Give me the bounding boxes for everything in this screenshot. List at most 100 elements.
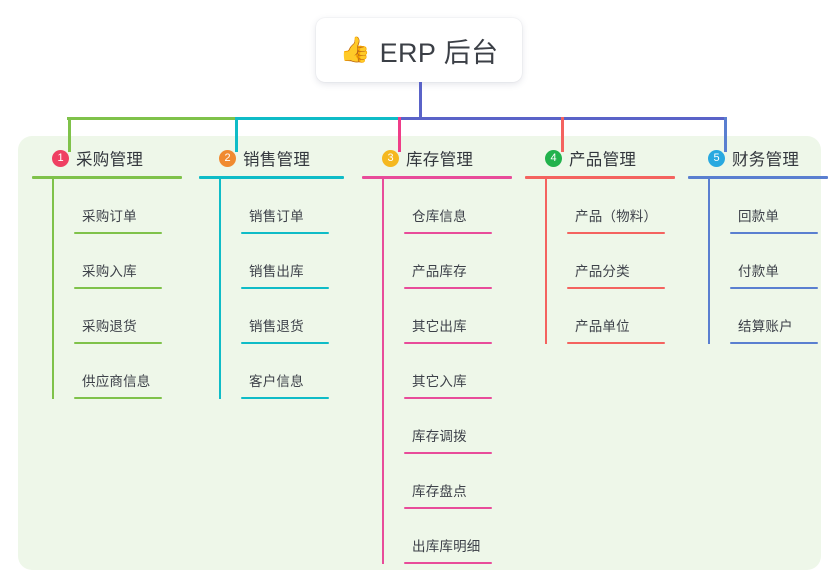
column-header-5[interactable]: 5 财务管理 <box>688 146 828 170</box>
column-spine-2 <box>219 179 221 399</box>
leaf-item-label: 采购订单 <box>82 209 137 224</box>
leaf-item[interactable]: 产品库存 <box>404 234 512 289</box>
leaf-item[interactable]: 产品单位 <box>567 289 675 344</box>
leaf-item[interactable]: 库存调拨 <box>404 399 512 454</box>
column-5: 5 财务管理回款单付款单结算账户 <box>688 146 828 344</box>
leaf-item[interactable]: 库存盘点 <box>404 454 512 509</box>
leaf-item-label: 仓库信息 <box>412 209 467 224</box>
leaf-item-label: 客户信息 <box>249 374 304 389</box>
leaf-item-rule <box>567 342 665 344</box>
leaf-item[interactable]: 客户信息 <box>241 344 344 399</box>
column-badge-4: 4 <box>545 149 562 167</box>
leaf-item[interactable]: 仓库信息 <box>404 179 512 234</box>
leaf-item-label: 库存盘点 <box>412 484 467 499</box>
drop-line-col1 <box>68 117 71 152</box>
leaf-item-rule <box>241 287 329 289</box>
leaf-item[interactable]: 采购订单 <box>74 179 182 234</box>
leaf-item[interactable]: 采购退货 <box>74 289 182 344</box>
leaf-item-rule <box>404 342 492 344</box>
leaf-item[interactable]: 结算账户 <box>730 289 828 344</box>
leaf-item-label: 库存调拨 <box>412 429 467 444</box>
column-2: 2 销售管理销售订单销售出库销售退货客户信息 <box>199 146 344 399</box>
column-title-3: 库存管理 <box>406 151 474 169</box>
leaf-item-rule <box>567 232 665 234</box>
leaf-item-label: 结算账户 <box>738 319 793 334</box>
leaf-item-rule <box>404 287 492 289</box>
leaf-item-rule <box>74 342 162 344</box>
root-node-card[interactable]: 👍 ERP 后台 <box>316 18 522 82</box>
leaf-item-rule <box>74 397 162 399</box>
leaf-item-label: 产品单位 <box>575 319 630 334</box>
leaf-item-rule <box>404 452 492 454</box>
leaf-item-rule <box>404 232 492 234</box>
column-rule-5 <box>688 176 828 179</box>
leaf-item-label: 其它出库 <box>412 319 467 334</box>
drop-line-col4 <box>561 117 564 152</box>
drop-line-col2 <box>235 117 238 152</box>
leaf-item-rule <box>730 287 818 289</box>
column-3: 3 库存管理仓库信息产品库存其它出库其它入库库存调拨库存盘点出库库明细 <box>362 146 512 564</box>
leaf-item-label: 供应商信息 <box>82 374 151 389</box>
leaf-item-rule <box>74 287 162 289</box>
leaf-item[interactable]: 出库库明细 <box>404 509 512 564</box>
leaf-item-label: 采购入库 <box>82 264 137 279</box>
leaf-item-rule <box>404 562 492 564</box>
leaf-item[interactable]: 付款单 <box>730 234 828 289</box>
leaf-item[interactable]: 产品分类 <box>567 234 675 289</box>
leaf-item[interactable]: 其它入库 <box>404 344 512 399</box>
root-node-content: 👍 ERP 后台 <box>339 31 498 70</box>
trunk-line <box>419 82 422 119</box>
leaf-item-rule <box>74 232 162 234</box>
leaf-item[interactable]: 产品（物料） <box>567 179 675 234</box>
column-spine-4 <box>545 179 547 344</box>
leaf-item-label: 销售退货 <box>249 319 304 334</box>
leaf-item-rule <box>730 232 818 234</box>
column-badge-3: 3 <box>382 149 399 167</box>
leaf-item[interactable]: 回款单 <box>730 179 828 234</box>
column-header-2[interactable]: 2 销售管理 <box>199 146 344 170</box>
leaf-item[interactable]: 供应商信息 <box>74 344 182 399</box>
branch-bar-1 <box>67 117 235 120</box>
column-rule-3 <box>362 176 512 179</box>
column-header-3[interactable]: 3 库存管理 <box>362 146 512 170</box>
leaf-item-rule <box>241 397 329 399</box>
branch-bar-2 <box>235 117 398 120</box>
leaf-item-label: 回款单 <box>738 209 780 224</box>
column-rule-1 <box>32 176 182 179</box>
column-items-4: 产品（物料）产品分类产品单位 <box>545 179 675 344</box>
drop-line-col3 <box>398 117 401 152</box>
column-spine-5 <box>708 179 710 344</box>
column-badge-2: 2 <box>219 149 236 167</box>
leaf-item-label: 其它入库 <box>412 374 467 389</box>
leaf-item[interactable]: 其它出库 <box>404 289 512 344</box>
column-items-2: 销售订单销售出库销售退货客户信息 <box>219 179 344 399</box>
leaf-item[interactable]: 采购入库 <box>74 234 182 289</box>
column-title-1: 采购管理 <box>76 151 144 169</box>
column-spine-3 <box>382 179 384 564</box>
thumbs-up-icon: 👍 <box>339 35 371 64</box>
leaf-item-label: 产品库存 <box>412 264 467 279</box>
leaf-item-label: 销售出库 <box>249 264 304 279</box>
leaf-item-label: 采购退货 <box>82 319 137 334</box>
leaf-item-rule <box>241 342 329 344</box>
leaf-item[interactable]: 销售订单 <box>241 179 344 234</box>
column-badge-5: 5 <box>708 149 725 167</box>
leaf-item-rule <box>730 342 818 344</box>
column-spine-1 <box>52 179 54 399</box>
leaf-item[interactable]: 销售退货 <box>241 289 344 344</box>
leaf-item-rule <box>241 232 329 234</box>
column-rule-4 <box>525 176 675 179</box>
column-title-5: 财务管理 <box>732 151 800 169</box>
column-rule-2 <box>199 176 344 179</box>
drop-line-col5 <box>724 117 727 152</box>
leaf-item[interactable]: 销售出库 <box>241 234 344 289</box>
column-items-3: 仓库信息产品库存其它出库其它入库库存调拨库存盘点出库库明细 <box>382 179 512 564</box>
column-title-2: 销售管理 <box>243 151 311 169</box>
leaf-item-label: 销售订单 <box>249 209 304 224</box>
leaf-item-rule <box>567 287 665 289</box>
